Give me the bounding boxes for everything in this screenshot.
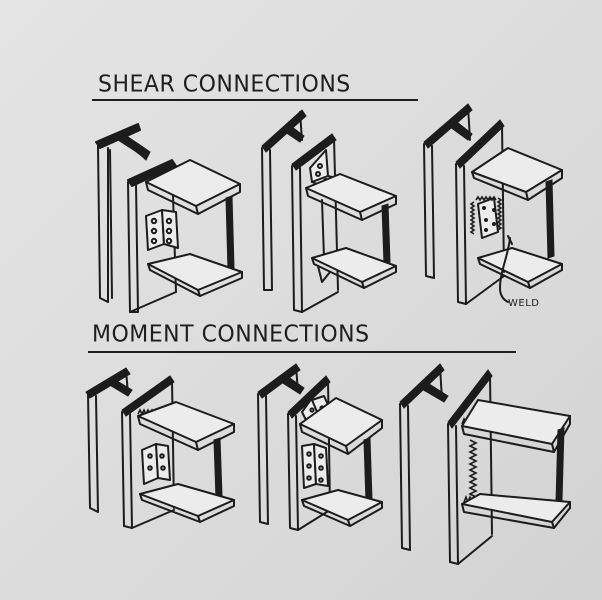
shear-welded-tab-figure [423, 103, 563, 305]
moment-flange-angle-figure [257, 363, 383, 531]
moment-flange-welded-figure [85, 367, 235, 529]
moment-fully-welded-figure [399, 363, 571, 565]
weld-annotation-label: WELD [508, 298, 540, 309]
shear-connections-title: SHEAR CONNECTIONS [98, 71, 351, 98]
moment-connections-title: MOMENT CONNECTIONS [92, 321, 370, 348]
shear-seated-angle-figure [261, 109, 397, 313]
shear-title-underline [92, 99, 418, 101]
moment-title-underline [88, 351, 516, 353]
shear-double-angle-figure [95, 123, 243, 313]
